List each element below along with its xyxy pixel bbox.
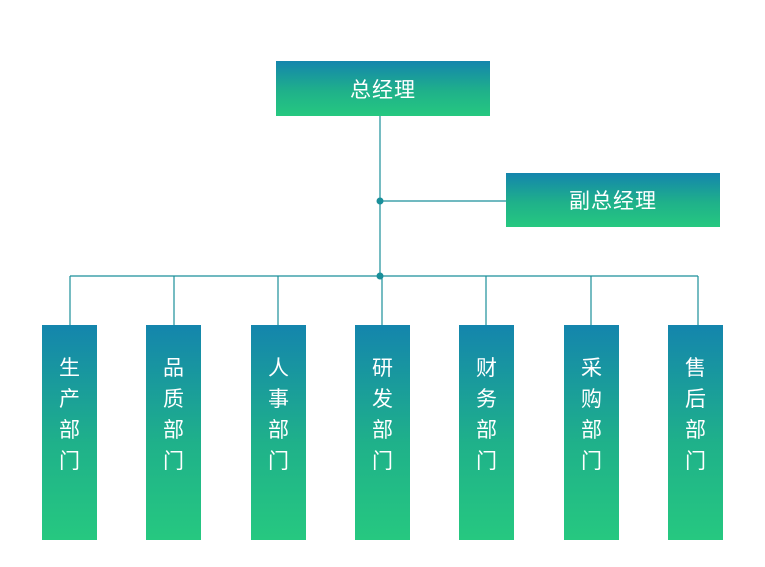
- department-box-rnd: 研发部门: [355, 325, 410, 540]
- junction-dot: [376, 272, 384, 280]
- department-label-char: 部: [163, 418, 184, 442]
- department-box-quality: 品质部门: [146, 325, 201, 540]
- department-label-char: 品: [163, 356, 184, 380]
- department-label-char: 部: [476, 418, 497, 442]
- department-label-char: 发: [372, 387, 393, 411]
- department-label-char: 务: [476, 387, 497, 411]
- department-label-char: 后: [685, 387, 706, 411]
- department-box-after-sales: 售后部门: [668, 325, 723, 540]
- department-label-char: 部: [372, 418, 393, 442]
- department-label-char: 部: [268, 418, 289, 442]
- department-label-char: 门: [581, 449, 602, 473]
- department-label-char: 质: [163, 387, 184, 411]
- department-label-char: 人: [268, 356, 289, 380]
- department-label-char: 门: [685, 449, 706, 473]
- general-manager-box: 总经理: [276, 61, 490, 116]
- department-label-char: 门: [372, 449, 393, 473]
- department-label-char: 门: [163, 449, 184, 473]
- department-label-char: 门: [268, 449, 289, 473]
- department-box-finance: 财务部门: [459, 325, 514, 540]
- department-box-production: 生产部门: [42, 325, 97, 540]
- department-label-char: 产: [59, 387, 80, 411]
- deputy-manager-box: 副总经理: [506, 173, 720, 227]
- department-label-char: 门: [476, 449, 497, 473]
- department-label-char: 部: [59, 418, 80, 442]
- junction-dot: [376, 197, 384, 205]
- department-label-char: 生: [59, 356, 80, 380]
- department-label-char: 部: [581, 418, 602, 442]
- department-label-char: 事: [268, 387, 289, 411]
- department-label-char: 部: [685, 418, 706, 442]
- department-label-char: 售: [685, 356, 706, 380]
- department-label-char: 采: [581, 356, 602, 380]
- department-label-char: 购: [581, 387, 602, 411]
- department-label-char: 财: [476, 356, 497, 380]
- general-manager-label: 总经理: [350, 77, 416, 102]
- department-box-hr: 人事部门: [251, 325, 306, 540]
- department-label-char: 研: [372, 356, 393, 380]
- deputy-manager-label: 副总经理: [569, 189, 657, 213]
- department-label-char: 门: [59, 449, 80, 473]
- department-box-purchasing: 采购部门: [564, 325, 619, 540]
